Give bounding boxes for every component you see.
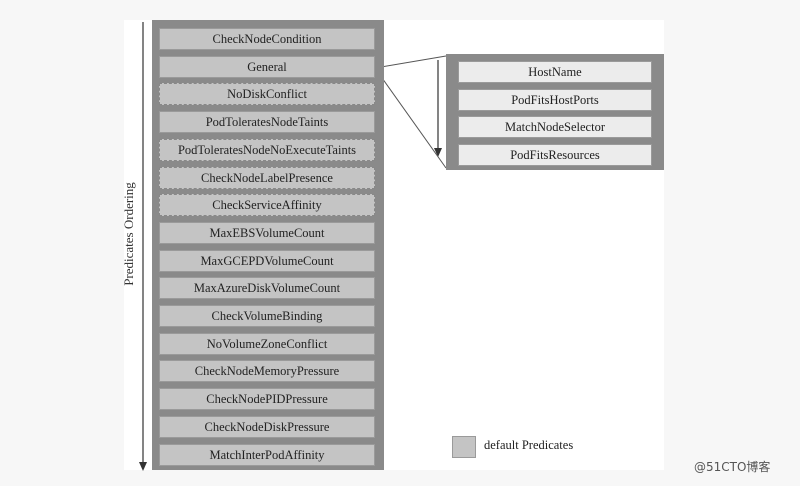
- watermark: @51CTO博客: [694, 460, 771, 474]
- predicate-box: CheckVolumeBinding: [159, 305, 375, 327]
- general-subpredicate-box: PodFitsHostPorts: [458, 89, 652, 111]
- predicate-box: CheckNodeDiskPressure: [159, 416, 375, 438]
- predicate-box: MaxEBSVolumeCount: [159, 222, 375, 244]
- predicates-ordering-label: Predicates Ordering: [121, 182, 136, 286]
- predicate-box: NoVolumeZoneConflict: [159, 333, 375, 355]
- general-subpredicate-box: HostName: [458, 61, 652, 83]
- predicate-box: CheckServiceAffinity: [159, 194, 375, 216]
- legend-label: default Predicates: [484, 438, 574, 452]
- general-subpredicate-box: MatchNodeSelector: [458, 116, 652, 138]
- predicate-box: MatchInterPodAffinity: [159, 444, 375, 466]
- predicate-box: General: [159, 56, 375, 78]
- predicate-box: PodToleratesNodeNoExecuteTaints: [159, 139, 375, 161]
- predicate-box: CheckNodeCondition: [159, 28, 375, 50]
- predicate-box: CheckNodePIDPressure: [159, 388, 375, 410]
- predicate-box: NoDiskConflict: [159, 83, 375, 105]
- general-subpredicate-box: PodFitsResources: [458, 144, 652, 166]
- predicate-box: PodToleratesNodeTaints: [159, 111, 375, 133]
- predicate-box: CheckNodeLabelPresence: [159, 167, 375, 189]
- legend-swatch: [452, 436, 476, 458]
- predicate-box: MaxAzureDiskVolumeCount: [159, 277, 375, 299]
- predicate-box: MaxGCEPDVolumeCount: [159, 250, 375, 272]
- predicate-box: CheckNodeMemoryPressure: [159, 360, 375, 382]
